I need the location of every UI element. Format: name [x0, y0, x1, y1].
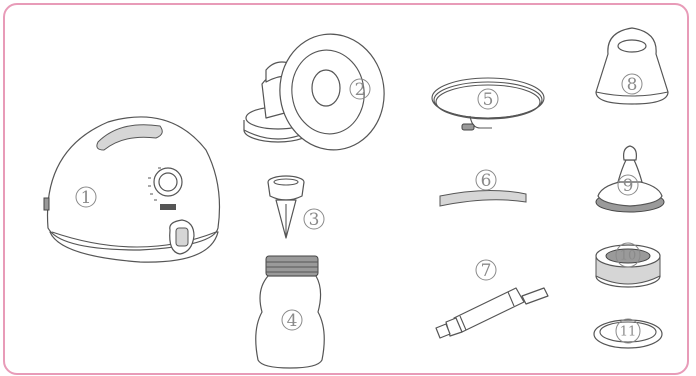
label-6: 6: [476, 170, 496, 191]
label-11-text: 11: [620, 325, 637, 340]
label-7: 7: [476, 260, 496, 281]
label-3: 3: [304, 209, 324, 230]
label-7-text: 7: [481, 261, 492, 281]
label-1-text: 1: [81, 188, 92, 208]
label-6-text: 6: [481, 171, 492, 191]
part-7-filter-connector: [436, 288, 548, 338]
label-5: 5: [478, 89, 498, 110]
label-3-text: 3: [309, 210, 320, 230]
part-6-strip: [440, 190, 526, 206]
label-10-text: 10: [620, 249, 637, 264]
label-5-text: 5: [483, 90, 494, 110]
part-3-valve: [268, 176, 304, 238]
label-8-text: 8: [627, 75, 638, 95]
label-2-text: 2: [355, 80, 366, 100]
part-1-pump-unit: [44, 117, 220, 262]
label-9-text: 9: [623, 176, 634, 196]
label-4-text: 4: [287, 311, 298, 331]
